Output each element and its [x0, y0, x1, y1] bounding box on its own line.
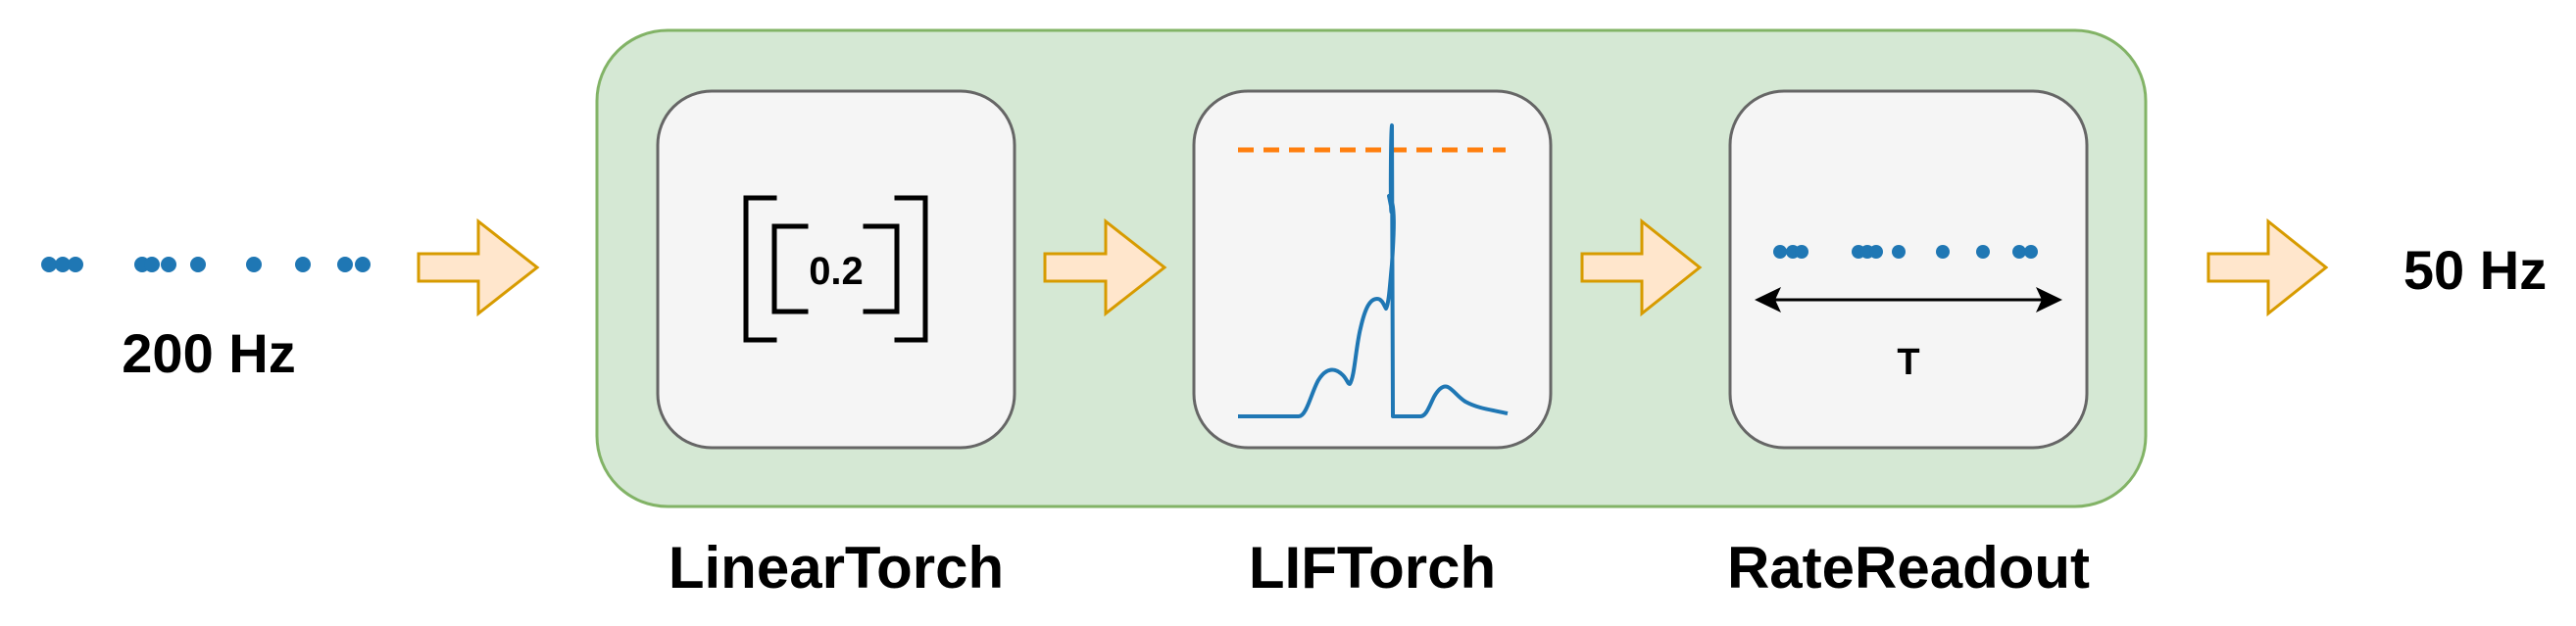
readout-spike: [2024, 245, 2038, 259]
input-spike: [161, 257, 176, 272]
readout-spike: [1936, 245, 1950, 259]
rate-readout-module: T: [1728, 89, 2089, 450]
lif-torch-box: [1192, 89, 1553, 450]
input-spike: [355, 257, 371, 272]
input-spike: [68, 257, 83, 272]
output-rate-label: 50 Hz: [2403, 239, 2547, 301]
input-spike: [144, 257, 160, 272]
input-spike: [295, 257, 311, 272]
lif-torch-module: [1192, 89, 1553, 450]
flow-arrow-lif-to-readout: [1580, 217, 1703, 317]
input-spike: [246, 257, 262, 272]
input-spike: [41, 257, 57, 272]
readout-spike: [2012, 245, 2026, 259]
input-spike: [190, 257, 206, 272]
readout-spike: [1892, 245, 1906, 259]
readout-spike: [1795, 245, 1808, 259]
lif-torch-label: LIFTorch: [1249, 535, 1496, 601]
flow-arrow-linear-to-lif: [1043, 217, 1167, 317]
readout-spike: [1773, 245, 1787, 259]
flow-arrow-input: [417, 217, 540, 317]
linear-torch-label: LinearTorch: [669, 535, 1004, 601]
input-spike: [337, 257, 353, 272]
flow-arrow-output: [2206, 217, 2329, 317]
rate-readout-box: [1728, 89, 2089, 450]
readout-spike-train: [1773, 245, 2038, 259]
weight-value: 0.2: [809, 250, 864, 293]
linear-torch-box: [656, 89, 1016, 450]
time-window-arrow: [1755, 287, 2062, 313]
input-spike: [55, 257, 71, 272]
readout-spike: [1976, 245, 1990, 259]
time-window-label: T: [1897, 342, 1919, 383]
input-spike-train: [41, 257, 371, 272]
membrane-potential-trace: [1238, 123, 1509, 418]
linear-torch-module: 0.2: [656, 89, 1016, 450]
input-rate-label: 200 Hz: [122, 322, 295, 384]
rate-readout-label: RateReadout: [1727, 535, 2090, 601]
weight-matrix-icon: [743, 195, 928, 343]
readout-spike: [1869, 245, 1883, 259]
